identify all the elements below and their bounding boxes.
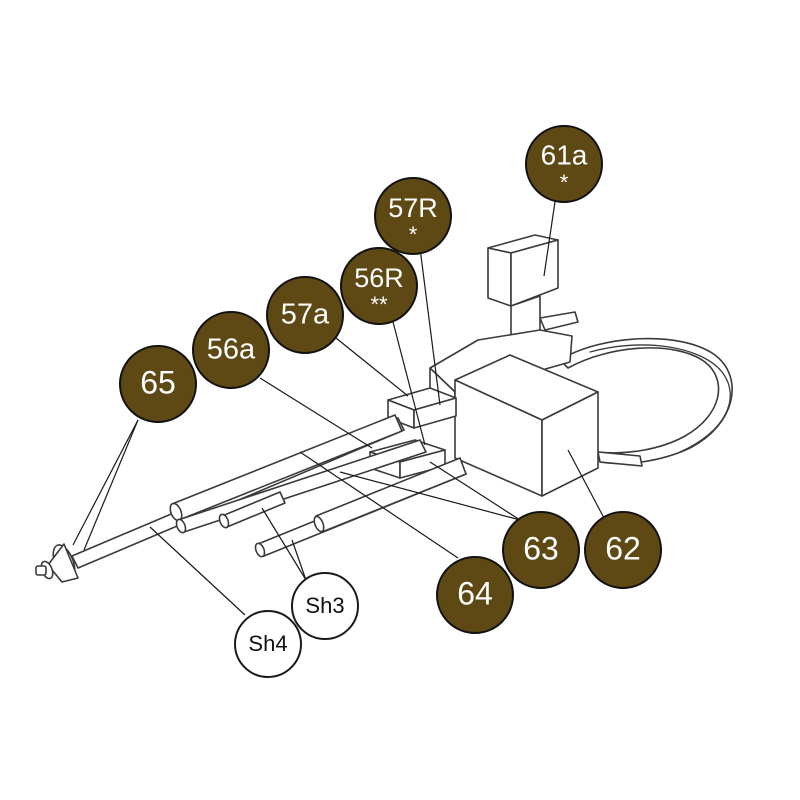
callout-57a-number: 57a — [281, 299, 330, 331]
callout-56R-number: 56R — [354, 263, 404, 293]
callout-57R-mark: * — [409, 222, 418, 247]
callout-sh4[interactable]: Sh4 — [234, 610, 302, 678]
callout-62[interactable]: 62 — [584, 511, 662, 589]
callout-65-number: 65 — [140, 364, 176, 400]
callout-57a[interactable]: 57a — [266, 276, 344, 354]
lower-shaft — [254, 457, 467, 558]
callout-64[interactable]: 64 — [436, 556, 514, 634]
callout-sh4-label: Sh4 — [248, 631, 287, 656]
top-clip — [487, 234, 579, 339]
callout-sh3[interactable]: Sh3 — [291, 572, 359, 640]
callout-61a[interactable]: 61a * — [525, 125, 603, 203]
callout-61a-number: 61a — [541, 139, 588, 170]
callout-56a[interactable]: 56a — [192, 311, 270, 389]
callout-56R-mark: ** — [370, 292, 388, 317]
callout-56a-number: 56a — [207, 334, 256, 366]
callout-65[interactable]: 65 — [119, 345, 197, 423]
callout-57R-number: 57R — [388, 193, 438, 223]
loop-strap — [559, 337, 733, 467]
callout-63[interactable]: 63 — [502, 511, 580, 589]
callout-64-number: 64 — [457, 575, 493, 611]
assembly-drawing — [35, 234, 733, 583]
callout-61a-mark: * — [560, 170, 569, 195]
callout-56R[interactable]: 56R ** — [340, 247, 418, 325]
leader-lines — [72, 194, 605, 616]
callout-57R[interactable]: 57R * — [374, 177, 452, 255]
callout-sh3-label: Sh3 — [305, 593, 344, 618]
callout-62-number: 62 — [605, 530, 641, 566]
upper-shaft — [35, 414, 405, 583]
main-block — [454, 354, 599, 497]
middle-shaft — [175, 439, 427, 534]
callout-63-number: 63 — [523, 530, 559, 566]
